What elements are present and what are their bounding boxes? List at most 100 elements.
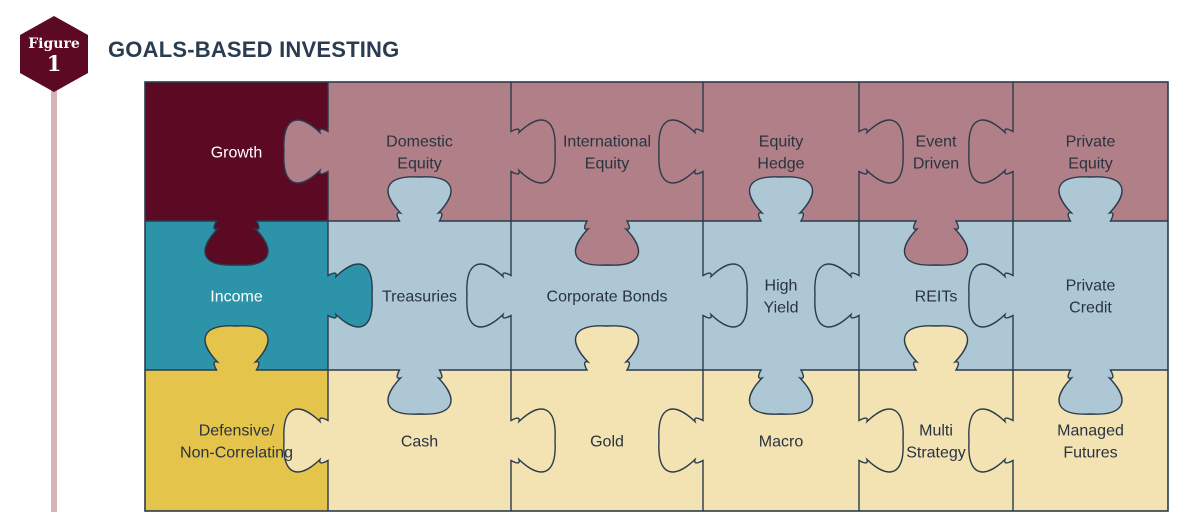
puzzle-knob-v-6 bbox=[466, 264, 511, 327]
puzzle-knob-v-13 bbox=[859, 409, 904, 472]
figure-number: 1 bbox=[46, 51, 62, 76]
puzzle-edge-v-0 bbox=[283, 82, 329, 221]
piece-label-income-2: Corporate Bonds bbox=[547, 289, 668, 306]
piece-label-defensive-2: Gold bbox=[590, 434, 624, 451]
label-line: Yield bbox=[764, 300, 799, 317]
puzzle-edge-v-6 bbox=[466, 221, 512, 370]
puzzle-knob-h-4 bbox=[904, 221, 968, 266]
puzzle-edge-v-10 bbox=[283, 370, 329, 511]
puzzle-cell-r1-c5 bbox=[1013, 221, 1168, 370]
label-line: Hedge bbox=[757, 156, 804, 173]
puzzle-knobs bbox=[205, 120, 1122, 472]
page-title: GOALS-BASED INVESTING bbox=[108, 37, 400, 62]
category-label-income: Income bbox=[210, 289, 263, 306]
label-line: Domestic bbox=[386, 134, 453, 151]
puzzle-edge-h-5 bbox=[1013, 176, 1168, 222]
figure-badge-label: Figure 1 bbox=[18, 37, 90, 74]
puzzle-knob-v-8 bbox=[814, 264, 859, 327]
label-line: High bbox=[765, 278, 798, 295]
puzzle-edge-v-14 bbox=[968, 370, 1014, 511]
label-line: Non-Correlating bbox=[180, 445, 293, 462]
puzzle-edge-v-2 bbox=[658, 82, 704, 221]
puzzle-edge-v-1 bbox=[510, 82, 556, 221]
puzzle-knob-h-3 bbox=[749, 176, 813, 221]
label-line: Equity bbox=[759, 134, 803, 151]
label-line: Strategy bbox=[906, 445, 966, 462]
label-line: Private bbox=[1066, 278, 1116, 295]
puzzle-knob-v-3 bbox=[859, 120, 904, 183]
puzzle-edge-v-12 bbox=[658, 370, 704, 511]
label-line: Driven bbox=[913, 156, 959, 173]
label-line: Corporate Bonds bbox=[547, 289, 668, 306]
puzzle-knob-h-10 bbox=[904, 325, 968, 370]
label-line: REITs bbox=[915, 289, 958, 306]
puzzle-knob-v-7 bbox=[703, 264, 748, 327]
category-label-growth: Growth bbox=[211, 145, 263, 162]
puzzle-knob-h-5 bbox=[1059, 176, 1122, 221]
puzzle-knob-h-7 bbox=[388, 370, 451, 415]
label-line: Gold bbox=[590, 434, 624, 451]
label-line: Defensive/ bbox=[199, 423, 275, 440]
figure-badge-line bbox=[51, 80, 57, 512]
puzzle-knob-v-11 bbox=[511, 409, 556, 472]
label-line: Macro bbox=[759, 434, 804, 451]
puzzle-knob-v-14 bbox=[968, 409, 1013, 472]
puzzle-edge-v-3 bbox=[858, 82, 904, 221]
label-line: International bbox=[563, 134, 651, 151]
puzzle-frame bbox=[144, 81, 1169, 512]
puzzle-edge-h-1 bbox=[328, 176, 511, 222]
puzzle-edge-v-13 bbox=[858, 370, 904, 511]
piece-label-defensive-3: Macro bbox=[759, 434, 804, 451]
label-line: Multi bbox=[919, 423, 953, 440]
puzzle-knob-h-11 bbox=[1059, 370, 1122, 415]
puzzle-knob-v-1 bbox=[511, 120, 556, 183]
puzzle-knob-h-0 bbox=[205, 221, 268, 266]
puzzle-edge-h-7 bbox=[328, 369, 511, 415]
puzzle-edge-h-11 bbox=[1013, 369, 1168, 415]
puzzle-knob-h-8 bbox=[575, 325, 639, 370]
puzzle-edge-v-4 bbox=[968, 82, 1014, 221]
puzzle-edge-h-9 bbox=[703, 369, 859, 415]
label-line: Cash bbox=[401, 434, 438, 451]
puzzle-edge-v-9 bbox=[968, 221, 1014, 370]
puzzle-edge-h-0 bbox=[145, 220, 328, 266]
puzzle-knob-h-9 bbox=[749, 370, 813, 415]
label-line: Growth bbox=[211, 145, 263, 162]
puzzle-edge-h-6 bbox=[145, 325, 328, 371]
puzzle-knob-v-4 bbox=[968, 120, 1013, 183]
figure-word: Figure bbox=[28, 36, 80, 52]
puzzle-knob-v-5 bbox=[328, 264, 373, 327]
label-line: Private bbox=[1066, 134, 1116, 151]
puzzle-knob-h-1 bbox=[388, 176, 451, 221]
puzzle-knob-v-10 bbox=[283, 409, 328, 472]
label-line: Equity bbox=[1068, 156, 1112, 173]
label-line: Treasuries bbox=[382, 289, 457, 306]
puzzle-outlines bbox=[144, 81, 1169, 512]
label-line: Income bbox=[210, 289, 263, 306]
label-line: Equity bbox=[585, 156, 629, 173]
figure-badge-hexagon bbox=[20, 16, 88, 92]
label-line: Futures bbox=[1063, 445, 1117, 462]
puzzle-knob-h-6 bbox=[205, 325, 268, 370]
puzzle-knob-v-2 bbox=[658, 120, 703, 183]
label-line: Event bbox=[916, 134, 957, 151]
puzzle-knob-h-2 bbox=[575, 221, 639, 266]
puzzle-edge-v-11 bbox=[510, 370, 556, 511]
piece-label-income-1: Treasuries bbox=[382, 289, 457, 306]
label-line: Managed bbox=[1057, 423, 1124, 440]
puzzle-edge-h-10 bbox=[859, 325, 1013, 371]
puzzle-knob-v-12 bbox=[658, 409, 703, 472]
puzzle-edge-v-7 bbox=[702, 221, 748, 370]
puzzle-edge-h-8 bbox=[511, 325, 703, 371]
puzzle-knob-v-0 bbox=[283, 120, 328, 183]
